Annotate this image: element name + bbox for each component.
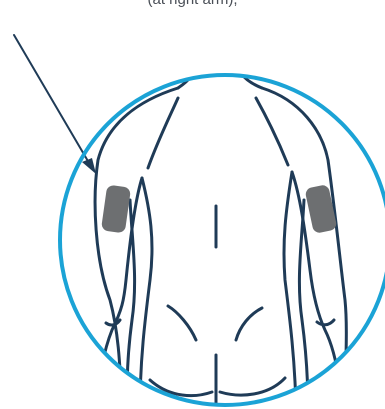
right-blade-hint	[148, 98, 178, 168]
left-elbow	[106, 320, 120, 325]
left-torso-side	[140, 178, 152, 409]
injection-site-left-arm	[101, 185, 131, 234]
focus-circle	[60, 75, 385, 405]
left-blade-hint	[256, 98, 288, 165]
arrow-head-icon	[82, 158, 96, 174]
arrow-shaft	[14, 35, 92, 168]
right-elbow	[317, 320, 334, 325]
left-shoulder-outer	[95, 88, 178, 409]
right-waist-curve	[236, 308, 262, 340]
left-waist-curve	[168, 306, 196, 340]
body-outline	[95, 62, 346, 409]
buttocks-right	[220, 378, 285, 395]
neck-left	[178, 62, 196, 88]
right-torso-side	[284, 172, 296, 409]
